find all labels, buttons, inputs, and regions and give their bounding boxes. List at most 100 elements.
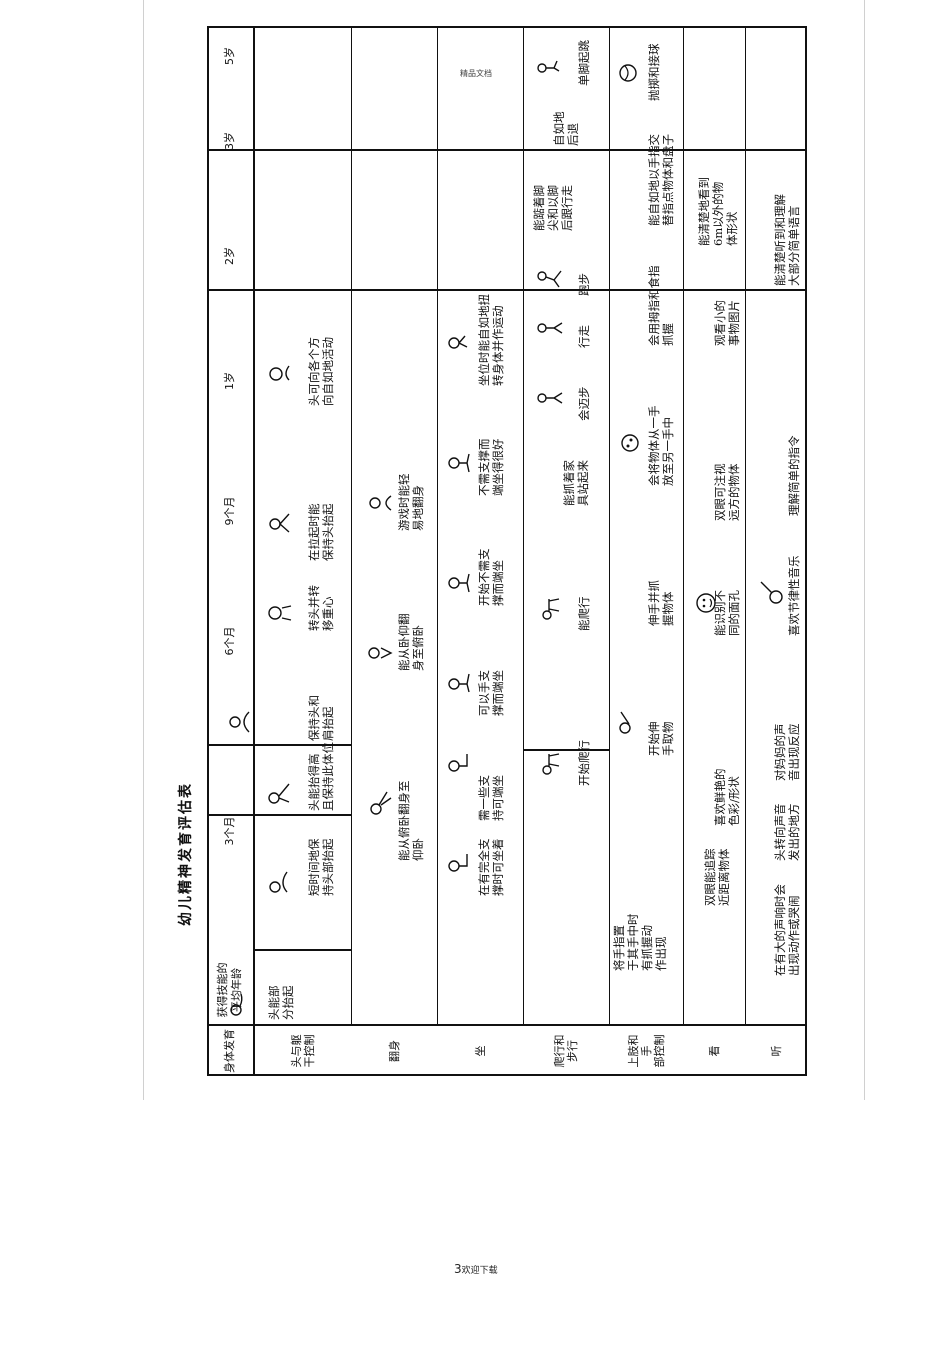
milestone-see-6: 能清楚地看到 6m以外的物 体形状 bbox=[697, 177, 739, 246]
baby-sitting-icon bbox=[447, 330, 473, 356]
milestone-sit-5: 不需支撑而 端坐得很好 bbox=[477, 438, 505, 497]
milestone-hand-4: 会将物体从一手 放至另一手中 bbox=[647, 405, 675, 487]
age-divider bbox=[207, 289, 807, 291]
milestone-walk-8: 自如地 后退 bbox=[552, 111, 580, 147]
age-divider bbox=[207, 814, 351, 816]
hand-reaching-icon bbox=[617, 710, 643, 736]
ball-icon bbox=[615, 60, 641, 86]
milestone-head-1: 头能部 分抬起 bbox=[267, 985, 295, 1021]
milestone-head-3: 头能抬得高 且保持此体位 bbox=[307, 742, 335, 811]
milestone-sit-3: 可以手支 撑而端坐 bbox=[477, 670, 505, 716]
baby-sitting-icon bbox=[447, 570, 473, 596]
milestone-roll-1: 能从俯卧翻身至 仰卧 bbox=[397, 780, 425, 862]
age-divider bbox=[207, 149, 807, 151]
row-line-roll bbox=[437, 26, 438, 1026]
milestone-hand-2: 开始伸 手取物 bbox=[647, 721, 675, 757]
milestone-head-5: 转头并转 移重心 bbox=[307, 585, 335, 631]
milestone-walk-1: 开始爬行 bbox=[577, 740, 591, 786]
development-chart: 幼儿精神发育评估表 身体发育 获得技能的 平均年龄 3个月 6个月 9个月 1岁… bbox=[178, 26, 807, 1076]
watermark-stamp: 精品文档 bbox=[460, 69, 492, 78]
baby-crawling-icon bbox=[537, 750, 563, 776]
age-2y: 2岁 bbox=[223, 247, 236, 265]
milestone-hand-6: 能自如地以手指交 替指点物体和盘子 bbox=[647, 134, 675, 226]
row-label-see: 看 bbox=[707, 1045, 721, 1057]
milestone-roll-2: 能从卧仰翻 身至俯卧 bbox=[397, 613, 425, 672]
baby-sitting-icon bbox=[447, 450, 473, 476]
hand-reaching-icon bbox=[617, 430, 643, 456]
milestone-hear-1: 在有大的声响时会 出现动作或哭闹 bbox=[773, 884, 801, 976]
row-label-head: 头与躯 干控制 bbox=[290, 1034, 316, 1068]
age-5y: 5岁 bbox=[223, 47, 236, 65]
milestone-walk-2: 能爬行 bbox=[577, 596, 591, 632]
milestone-hand-3: 伸手并抓 握物体 bbox=[647, 580, 675, 626]
baby-figure-icon bbox=[227, 710, 253, 736]
milestone-hand-1: 将手指置 于其手中时 有抓握动 作出现 bbox=[612, 913, 668, 972]
age-6m: 6个月 bbox=[223, 626, 236, 656]
row-label-sit: 坐 bbox=[473, 1045, 487, 1057]
milestone-sit-1: 在有完全支 撑时可坐着 bbox=[477, 838, 505, 897]
row-line-see bbox=[745, 26, 746, 1026]
row-label-walk: 爬行和 步行 bbox=[553, 1034, 579, 1068]
milestone-walk-9: 单脚起跳 bbox=[577, 40, 591, 86]
baby-sitting-icon bbox=[447, 750, 473, 776]
baby-figure-icon bbox=[367, 790, 393, 816]
baby-figure-icon bbox=[267, 360, 293, 386]
baby-crawling-icon bbox=[537, 595, 563, 621]
page-number: 3 bbox=[454, 1262, 462, 1276]
milestone-hear-3: 对妈妈的声 音出现反应 bbox=[773, 723, 801, 782]
row-line-sit bbox=[523, 26, 524, 1026]
footer-text: 欢迎下载 bbox=[461, 1266, 498, 1276]
milestone-head-2: 短时间地保 持头部抬起 bbox=[307, 838, 335, 897]
page-footer: 3欢迎下载 bbox=[454, 1262, 498, 1276]
milestone-head-6: 在拉起时能 保持头抬起 bbox=[307, 503, 335, 562]
milestone-see-2: 喜欢鲜艳的 色彩/形状 bbox=[713, 768, 741, 827]
milestone-hear-6: 能清楚听到和理解 大部分简单语言 bbox=[773, 194, 801, 286]
milestone-see-1: 双眼能追踪 近距离物体 bbox=[703, 848, 731, 907]
milestone-sit-4: 开始不需支 撑而端坐 bbox=[477, 548, 505, 607]
guitar-icon bbox=[759, 580, 785, 606]
chart-title: 幼儿精神发育评估表 bbox=[178, 782, 194, 926]
header-row: 身体发育 获得技能的 平均年龄 3个月 6个月 9个月 1岁 2岁 3岁 5岁 bbox=[207, 26, 255, 1076]
child-walking-icon bbox=[537, 385, 563, 411]
milestone-walk-7: 能踮着脚 尖和以脚 后跟行走 bbox=[532, 185, 574, 231]
milestone-see-4: 双眼可注视 远方的物体 bbox=[713, 463, 741, 522]
milestone-hear-4: 喜欢节律性音乐 bbox=[787, 555, 801, 637]
row-line-head bbox=[351, 26, 352, 1026]
milestone-walk-4: 会迈步 bbox=[577, 386, 591, 422]
baby-figure-icon bbox=[267, 510, 293, 536]
age-1y: 1岁 bbox=[223, 372, 236, 390]
face-icon bbox=[693, 590, 719, 616]
baby-sitting-icon bbox=[447, 850, 473, 876]
baby-sitting-icon bbox=[447, 670, 473, 696]
milestone-walk-3: 能抓着家 具站起来 bbox=[562, 460, 590, 506]
child-walking-icon bbox=[537, 315, 563, 341]
milestone-walk-6: 跑步 bbox=[577, 273, 591, 296]
milestone-roll-3: 游戏时能轻 易地翻身 bbox=[397, 473, 425, 532]
milestone-hand-7: 抛掷和接球 bbox=[647, 43, 661, 102]
child-running-icon bbox=[537, 265, 563, 291]
row-line-walk bbox=[609, 26, 610, 1026]
baby-figure-icon bbox=[367, 490, 393, 516]
baby-figure-icon bbox=[267, 600, 293, 626]
row-label-hear: 听 bbox=[769, 1045, 783, 1057]
baby-figure-icon bbox=[367, 640, 393, 666]
age-3y: 3岁 bbox=[223, 132, 236, 150]
age-9m: 9个月 bbox=[223, 496, 236, 526]
header-category: 身体发育 bbox=[223, 1029, 236, 1073]
baby-figure-icon bbox=[267, 870, 293, 896]
age-divider bbox=[523, 749, 609, 751]
milestone-see-5: 观看小的 事物图片 bbox=[713, 300, 741, 346]
child-jumping-icon bbox=[537, 55, 563, 81]
milestone-sit-2: 需一些支 持可端坐 bbox=[477, 775, 505, 821]
milestone-hear-2: 头转向声音 发出的地方 bbox=[773, 803, 801, 862]
milestone-head-7: 头可向各个方 向自如地活动 bbox=[307, 337, 335, 406]
baby-figure-icon bbox=[267, 780, 293, 806]
baby-figure-icon bbox=[227, 992, 253, 1018]
age-divider bbox=[255, 949, 351, 951]
age-3m: 3个月 bbox=[223, 816, 236, 846]
row-line-hand bbox=[683, 26, 684, 1026]
milestone-hear-5: 理解简单的指令 bbox=[787, 435, 801, 517]
row-label-roll: 翻身 bbox=[387, 1040, 401, 1062]
milestone-hand-5: 会用拇指和食指 抓握 bbox=[647, 265, 675, 347]
milestone-sit-6: 坐位时能自如地扭 转身体并作运动 bbox=[477, 294, 505, 386]
